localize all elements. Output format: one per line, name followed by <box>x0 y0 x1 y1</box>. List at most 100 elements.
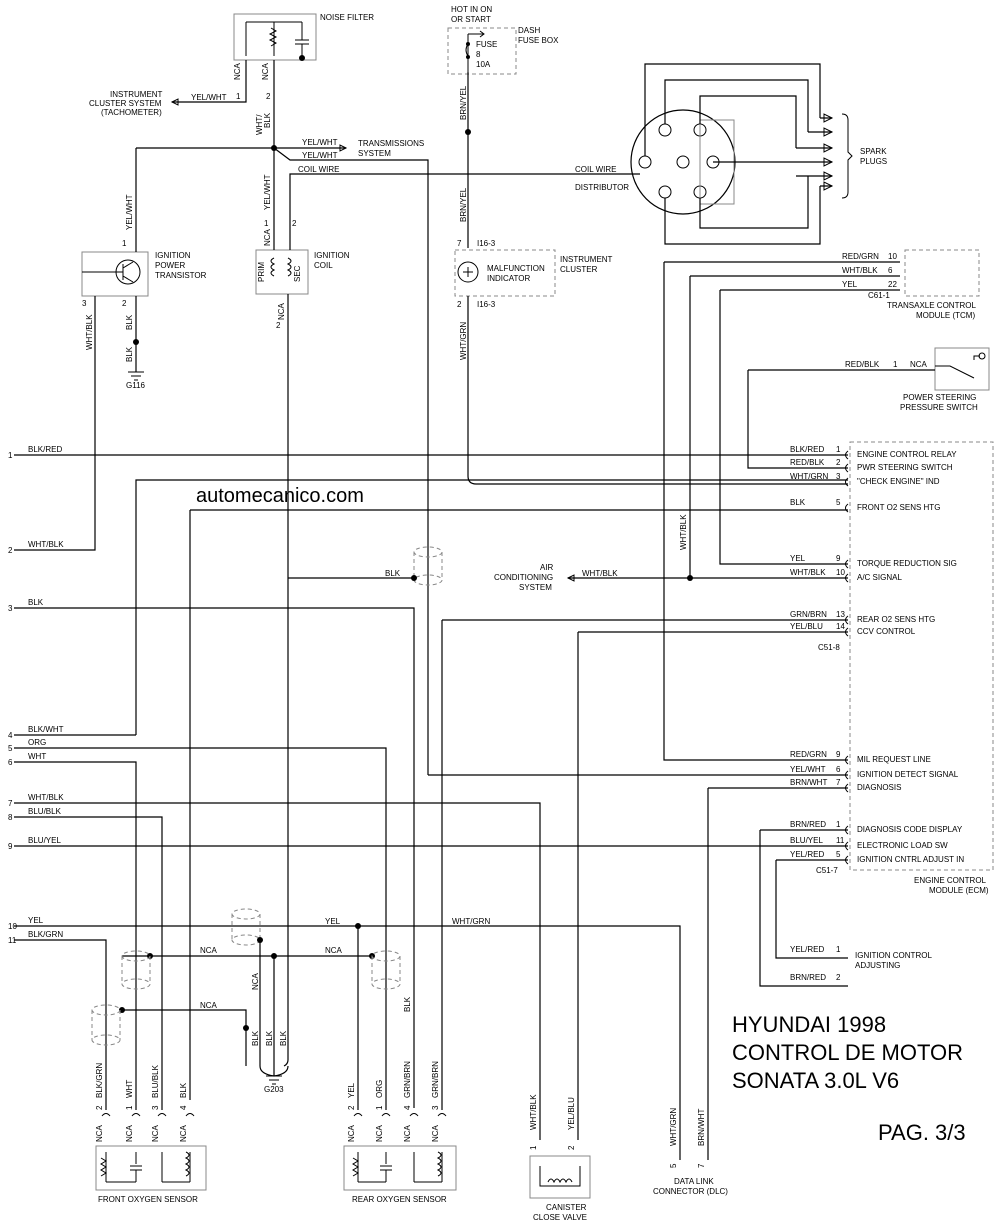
ecm-pin-signal: PWR STEERING SWITCH <box>857 463 953 472</box>
dlc-pin-wire: BRN/WHT <box>697 1109 706 1146</box>
svg-text:3: 3 <box>82 299 87 308</box>
rear-o2-terminal <box>437 1113 447 1117</box>
ecm-pin-signal: A/C SIGNAL <box>857 573 902 582</box>
svg-text:I16-3: I16-3 <box>477 300 496 309</box>
svg-text:DATA LINK: DATA LINK <box>674 1177 714 1186</box>
ecm-pin-number: 13 <box>836 610 845 619</box>
svg-text:C51-7: C51-7 <box>816 866 838 875</box>
left-pin-wire: BLK <box>28 598 44 607</box>
svg-text:WHT/GRN: WHT/GRN <box>459 322 468 360</box>
shield-front-b <box>91 1004 121 1046</box>
svg-text:2: 2 <box>457 300 462 309</box>
ecm-pin-signal: MIL REQUEST LINE <box>857 755 931 764</box>
svg-text:I16-3: I16-3 <box>477 239 496 248</box>
svg-text:DISTRIBUTOR: DISTRIBUTOR <box>575 183 629 192</box>
front-o2-pin-wire: BLK/GRN <box>95 1063 104 1098</box>
front-o2-pin-nca: NCA <box>179 1124 188 1142</box>
left-pin-wire: BLK/RED <box>28 445 62 454</box>
left-pin-wire: BLU/YEL <box>28 836 61 845</box>
svg-text:BLK: BLK <box>279 1030 288 1046</box>
tcm-pin-wire: YEL <box>842 280 858 289</box>
left-pin-number: 11 <box>8 936 17 945</box>
left-pin-wire: WHT/BLK <box>28 540 64 549</box>
left-pin-number: 3 <box>8 604 13 613</box>
rear-o2-pin-number: 2 <box>347 1105 356 1110</box>
ecm-pin-wire: RED/GRN <box>790 750 827 759</box>
svg-text:YEL/WHT: YEL/WHT <box>302 138 338 147</box>
svg-text:DASH: DASH <box>518 26 540 35</box>
dash-fuse-box: HOT IN ON OR START DASH FUSE BOX FUSE 8 … <box>447 5 559 75</box>
svg-text:BLK: BLK <box>125 346 134 362</box>
ecm-pin-wire: YEL <box>790 554 806 563</box>
ecm-pin-number: 10 <box>836 568 845 577</box>
ecm-pin-wire: WHT/BLK <box>790 568 826 577</box>
ecm-pin-signal: "CHECK ENGINE" IND <box>857 477 940 486</box>
ecm-terminal <box>845 477 849 487</box>
data-link-connector: DATA LINK CONNECTOR (DLC) <box>653 1177 728 1196</box>
svg-text:7: 7 <box>457 239 462 248</box>
ground-g203: G203 BLK BLK BLK <box>251 1030 289 1094</box>
svg-text:2: 2 <box>266 92 271 101</box>
ignition-power-transistor: IGNITION POWER TRANSISTOR 1 3 2 <box>81 239 207 308</box>
rear-o2-pin-wire: GRN/BRN <box>403 1061 412 1098</box>
ecm-terminal <box>845 559 849 569</box>
svg-text:YEL: YEL <box>325 917 341 926</box>
front-o2-pin-wire: BLU/BLK <box>151 1064 160 1098</box>
svg-text:NCA: NCA <box>325 946 343 955</box>
left-pin-number: 4 <box>8 731 13 740</box>
svg-text:INDICATOR: INDICATOR <box>487 274 530 283</box>
svg-text:1: 1 <box>893 360 898 369</box>
ecm-terminal <box>845 615 849 625</box>
svg-text:BLK: BLK <box>125 314 134 330</box>
svg-text:POWER: POWER <box>155 261 185 270</box>
left-pin-wire: ORG <box>28 738 46 747</box>
svg-text:PRESSURE SWITCH: PRESSURE SWITCH <box>900 403 978 412</box>
watermark: automecanico.com <box>196 485 364 507</box>
svg-text:OR START: OR START <box>451 15 491 24</box>
ecm-terminal <box>845 463 849 473</box>
page-number: PAG. 3/3 <box>878 1120 966 1145</box>
ecm-pin-wire: YEL/BLU <box>790 622 823 631</box>
left-pins: 1BLK/RED2WHT/BLK3BLK4BLK/WHT5ORG6WHT7WHT… <box>8 445 64 945</box>
ecm-pin-signal: ELECTRONIC LOAD SW <box>857 841 948 850</box>
svg-text:(TACHOMETER): (TACHOMETER) <box>101 108 162 117</box>
svg-text:WHT/GRN: WHT/GRN <box>452 917 490 926</box>
svg-text:WHT/BLK: WHT/BLK <box>582 569 618 578</box>
svg-text:NCA: NCA <box>251 972 260 990</box>
svg-text:NCA: NCA <box>910 360 928 369</box>
rear-o2-pin-nca: NCA <box>347 1124 356 1142</box>
ecm-pin-wire: BRN/RED <box>790 820 826 829</box>
svg-text:INSTRUMENT: INSTRUMENT <box>110 90 163 99</box>
left-pin-wire: BLU/BLK <box>28 807 62 816</box>
svg-text:BLK: BLK <box>251 1030 260 1046</box>
front-o2-pin-number: 3 <box>151 1105 160 1110</box>
distributor <box>630 63 832 245</box>
ecm-pin-signal: CCV CONTROL <box>857 627 916 636</box>
title-line-3: SONATA 3.0L V6 <box>732 1068 899 1093</box>
left-pin-number: 1 <box>8 451 13 460</box>
instrument-cluster: MALFUNCTION INDICATOR INSTRUMENT CLUSTER… <box>454 239 613 309</box>
canister-pin-number: 2 <box>567 1145 576 1150</box>
rear-o2-pin-number: 1 <box>375 1105 384 1110</box>
ecm-terminal <box>845 627 849 637</box>
svg-text:2: 2 <box>276 321 281 330</box>
svg-text:CLUSTER SYSTEM: CLUSTER SYSTEM <box>89 99 162 108</box>
svg-text:NCA: NCA <box>277 302 286 320</box>
left-pin-number: 6 <box>8 758 13 767</box>
svg-text:YEL/WHT: YEL/WHT <box>125 194 134 230</box>
canister-pin-wire: WHT/BLK <box>529 1094 538 1130</box>
rear-o2-pin-wire: ORG <box>375 1080 384 1098</box>
shield-front-a <box>121 950 151 990</box>
svg-text:10A: 10A <box>476 60 491 69</box>
ecm-pin-number: 1 <box>836 820 841 829</box>
shield-blk: BLK <box>385 546 443 586</box>
svg-text:COIL WIRE: COIL WIRE <box>575 165 616 174</box>
svg-text:NCA: NCA <box>200 1001 218 1010</box>
svg-text:MODULE (ECM): MODULE (ECM) <box>929 886 989 895</box>
svg-text:POWER STEERING: POWER STEERING <box>903 393 976 402</box>
noise-filter: NOISE FILTER <box>233 13 374 61</box>
svg-text:YEL/WHT: YEL/WHT <box>302 151 338 160</box>
